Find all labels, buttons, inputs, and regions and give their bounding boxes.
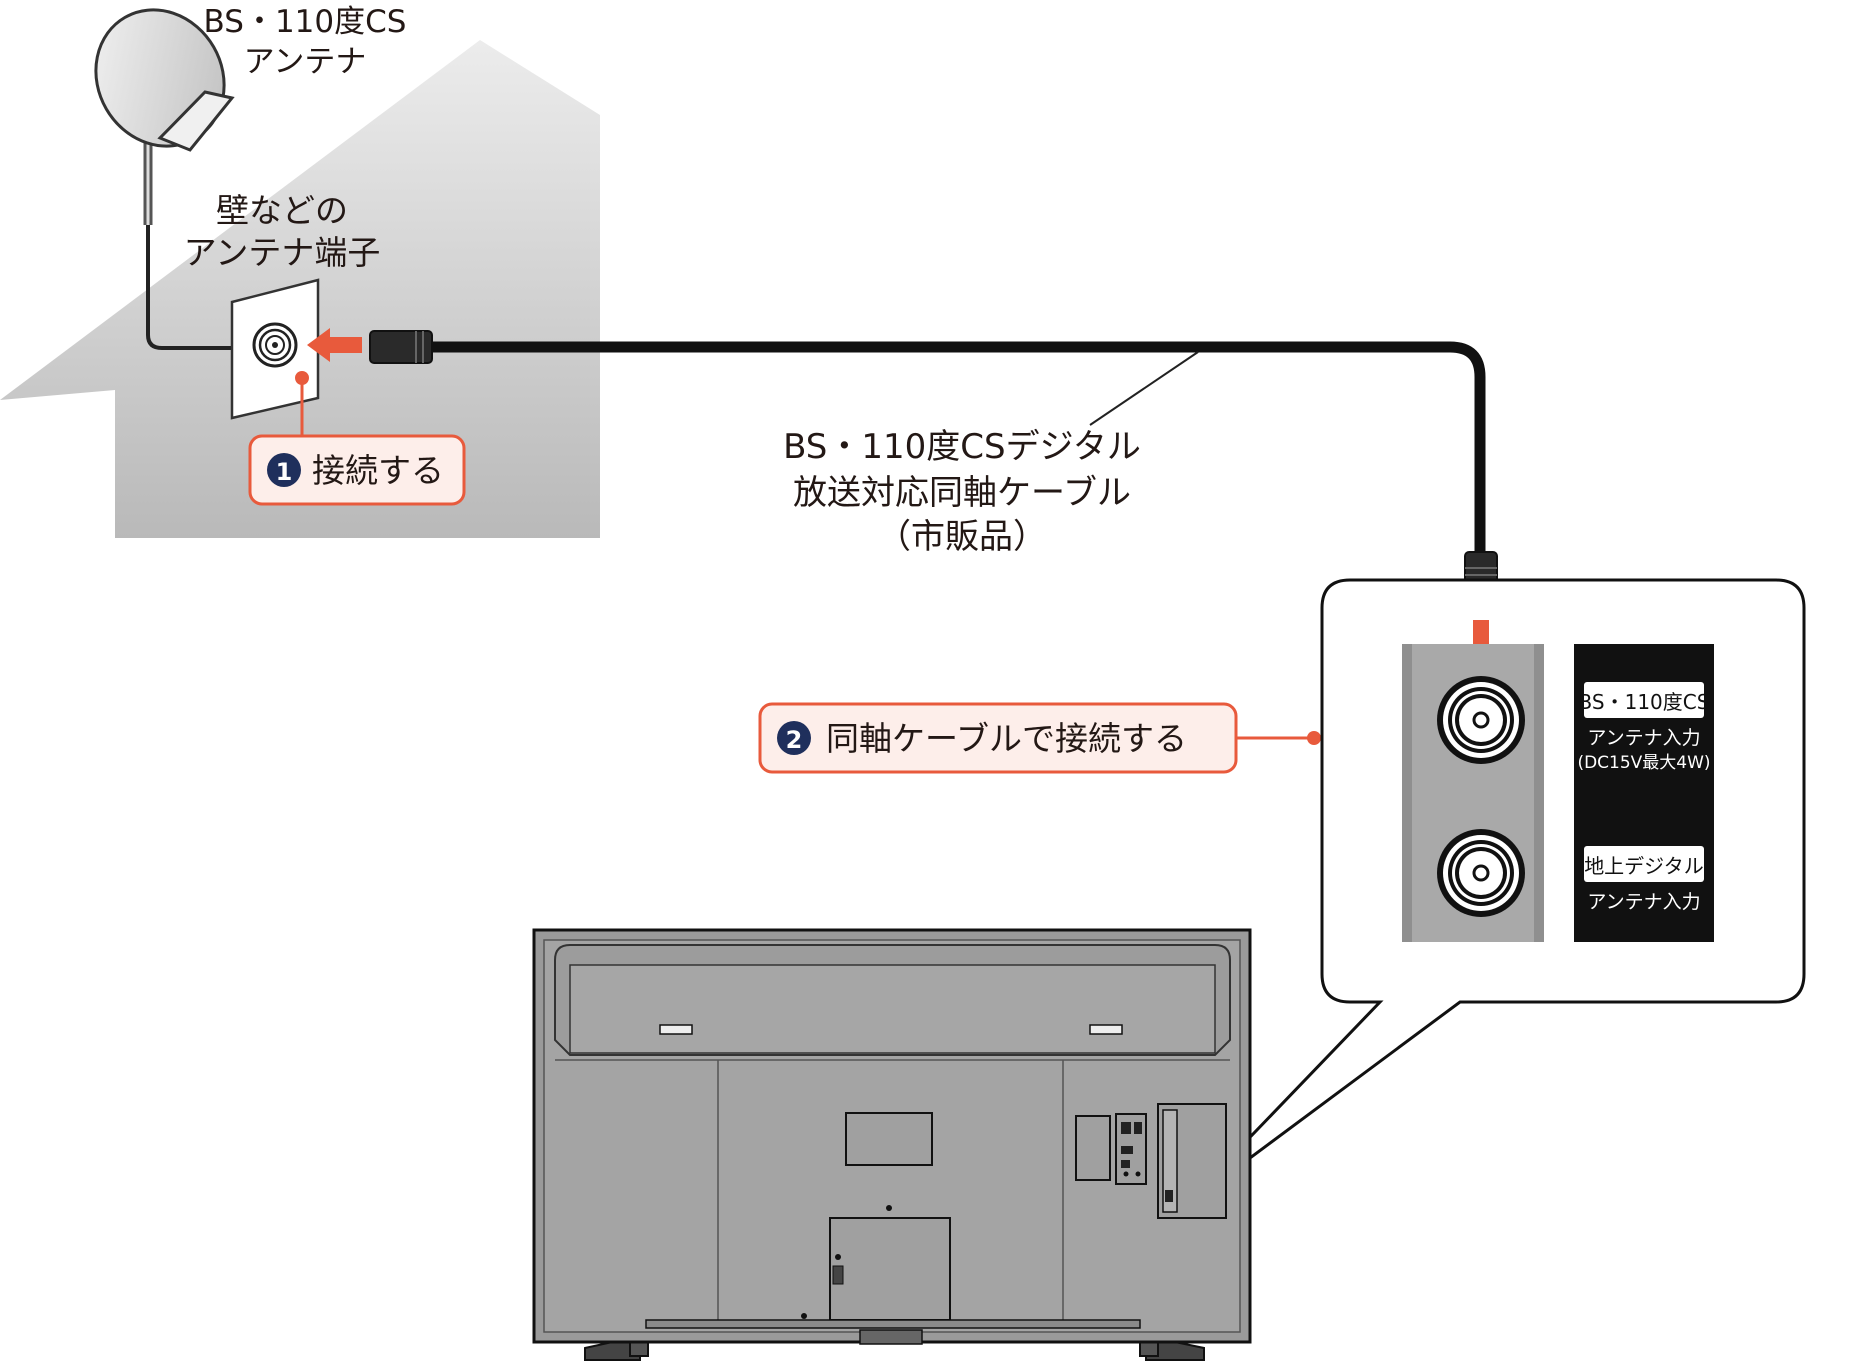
tv-rear-view (532, 928, 1252, 1361)
terrestrial-badge (1584, 846, 1704, 882)
wall-label-line2: アンテナ端子 (184, 233, 381, 272)
step-2-callout: 2 同軸ケーブルで接続する (758, 702, 1321, 774)
bs-cs-input-label: アンテナ入力 (1587, 727, 1700, 749)
arrow-left-icon (307, 328, 362, 362)
antenna-terminal-strip (1402, 644, 1544, 942)
wall-antenna-outlet (230, 278, 320, 420)
step-1-number-badge (267, 453, 301, 487)
step-1-callout: 1 接続する (248, 371, 466, 506)
bs-cs-power-label: (DC15V最大4W) (1577, 753, 1710, 773)
cable-leader-line (1089, 351, 1199, 426)
step-2-number: 2 (786, 726, 803, 754)
cable-label-line2: 放送対応同軸ケーブル (793, 473, 1131, 513)
step-1-text: 接続する (312, 451, 444, 490)
step-2-number-badge (777, 721, 811, 755)
cable-label-line1: BS・110度CSデジタル (783, 427, 1141, 467)
terrestrial-terminal (1437, 829, 1525, 917)
bs-cs-badge (1584, 682, 1704, 718)
terminal-label-panel: BS・110度CS アンテナ入力 (DC15V最大4W) 地上デジタル アンテナ… (1574, 644, 1714, 942)
cable-label-line3: （市販品） (877, 517, 1047, 557)
terrestrial-input-label: アンテナ入力 (1587, 891, 1700, 913)
satellite-dish-icon (94, 8, 235, 225)
antenna-label-line1: BS・110度CS (204, 4, 407, 40)
wall-label-line1: 壁などの (216, 191, 348, 230)
antenna-label-line2: アンテナ (244, 44, 367, 80)
step-1-number: 1 (276, 458, 293, 486)
dish-cable (146, 225, 232, 350)
step-2-text: 同軸ケーブルで接続する (826, 719, 1187, 758)
terrestrial-badge-text: 地上デジタル (1584, 854, 1704, 878)
bs-cs-badge-text: BS・110度CS (1579, 690, 1710, 714)
bs-cs-terminal (1437, 676, 1525, 764)
